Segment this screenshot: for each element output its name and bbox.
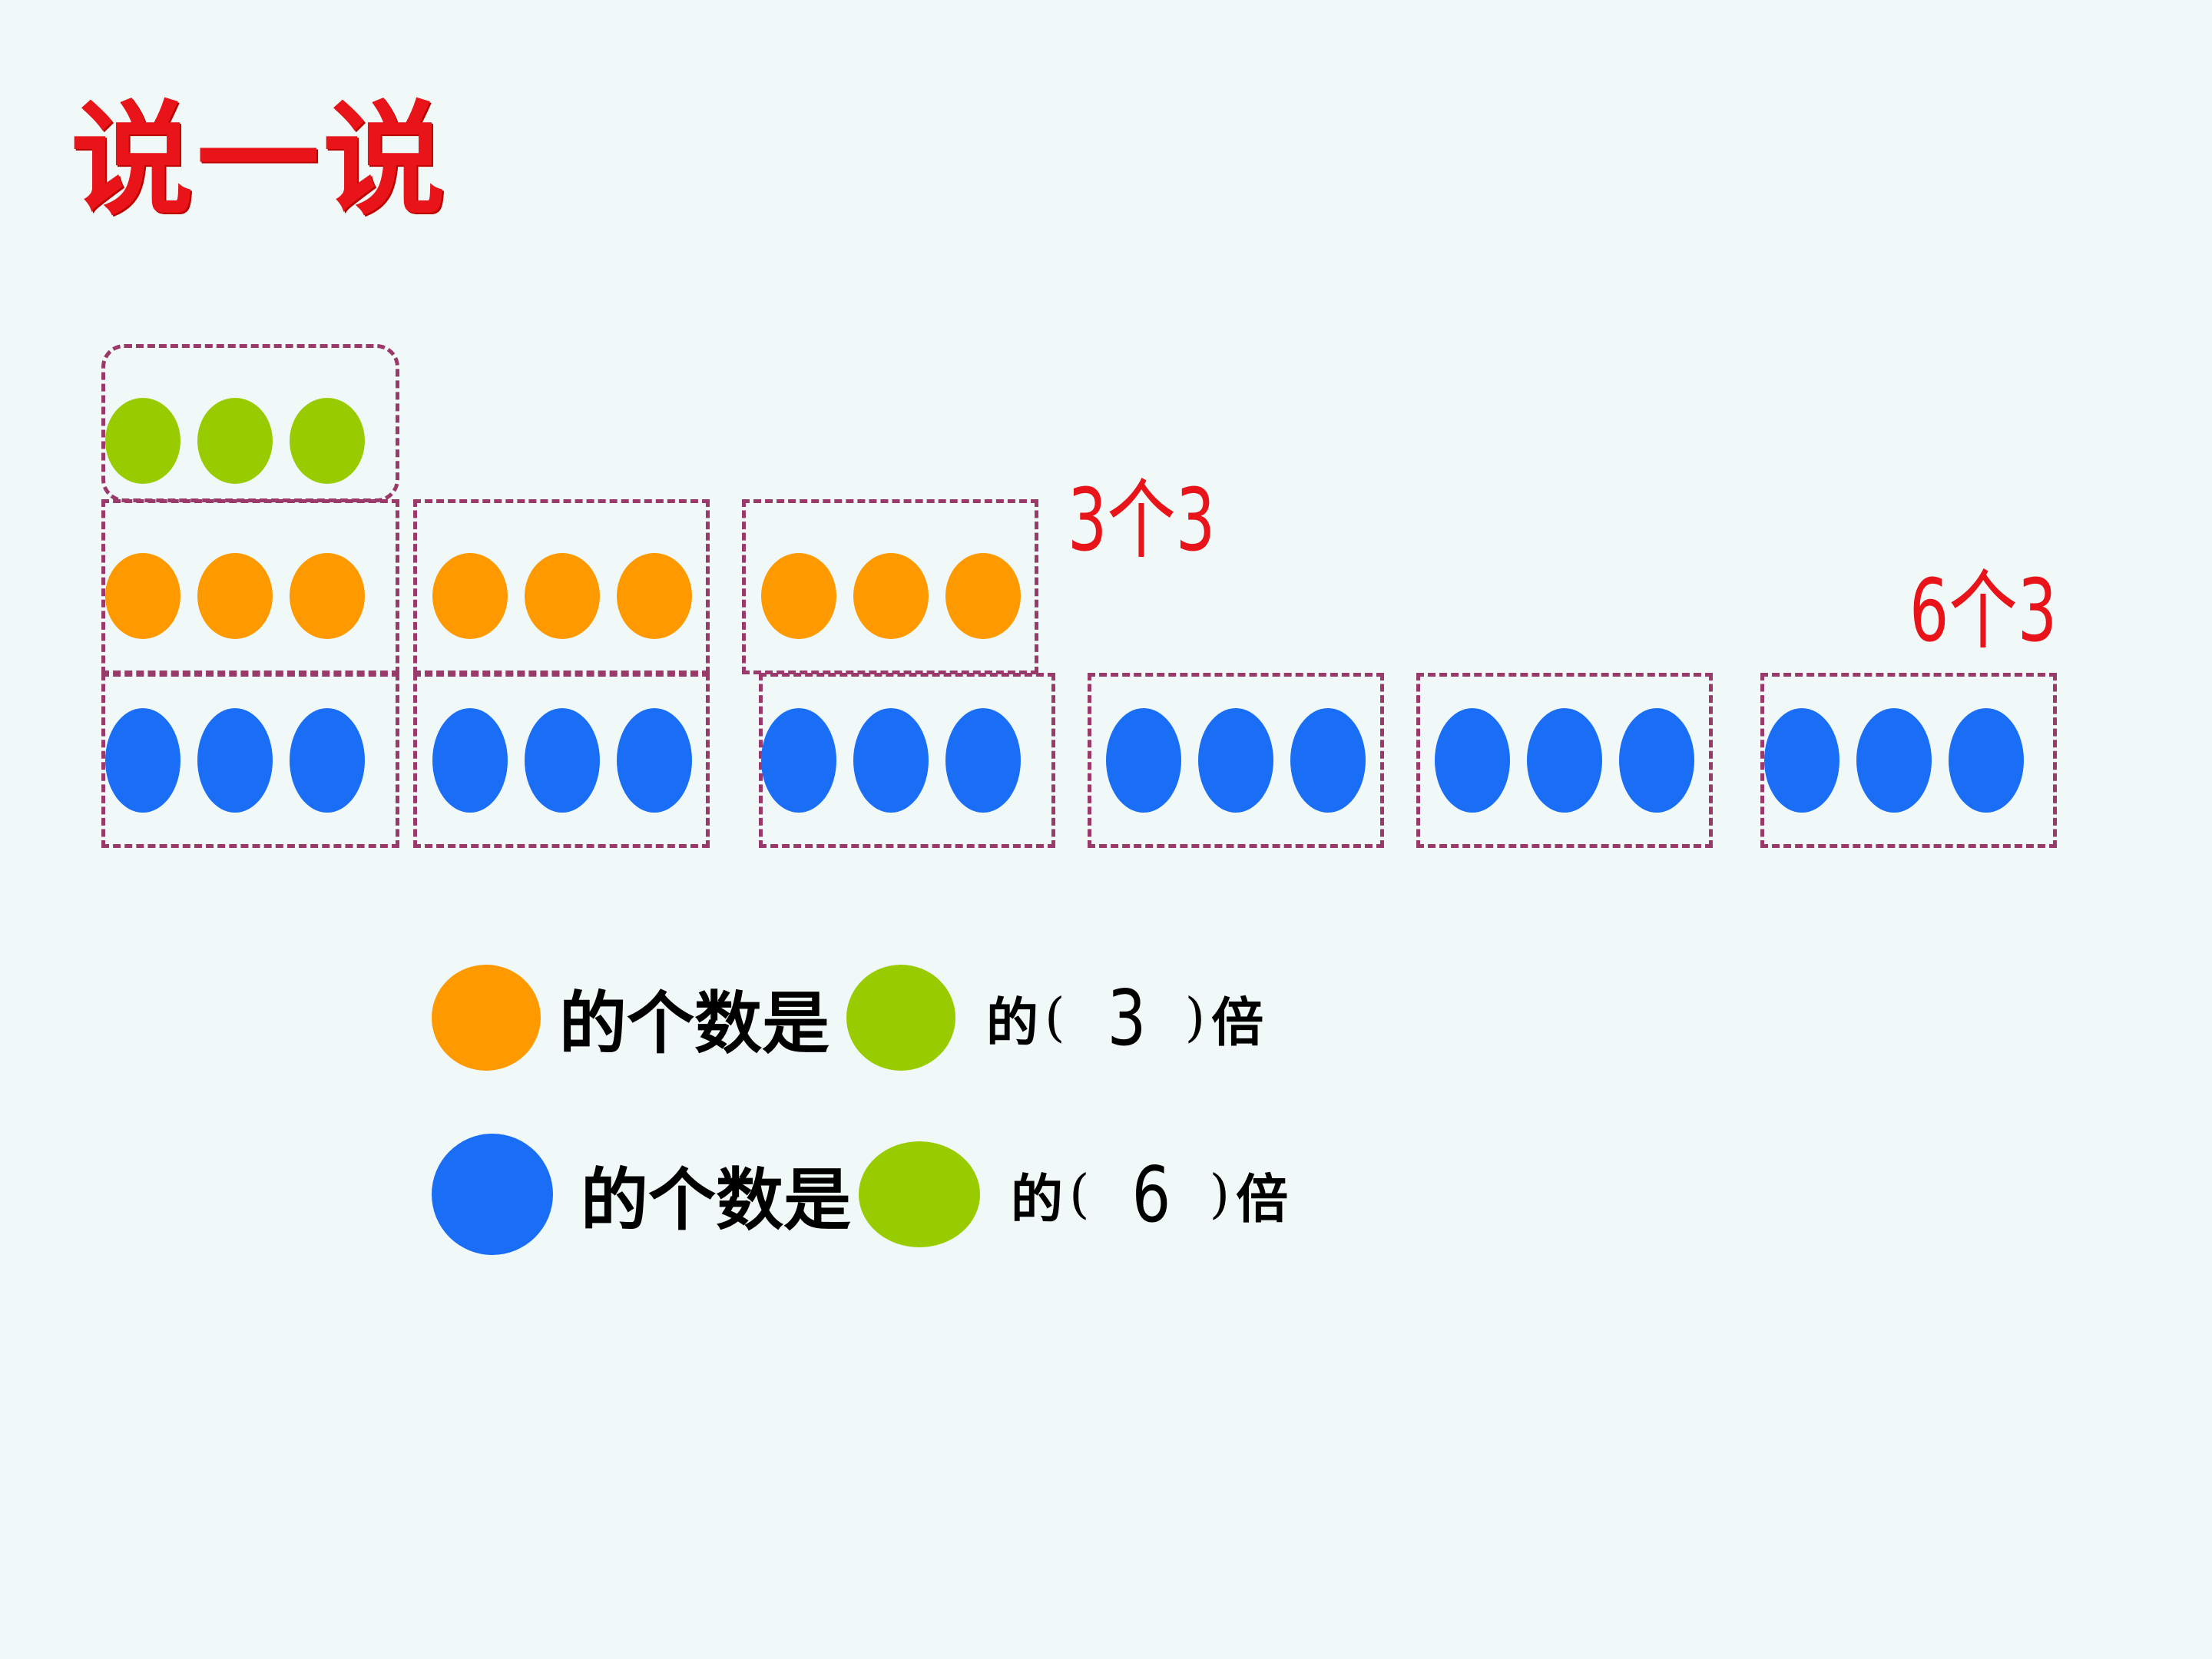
blue-dot [432, 708, 508, 813]
blue-dots [761, 708, 1021, 813]
blue-dot [853, 708, 929, 813]
answer-value: 6 [1131, 1149, 1171, 1240]
orange-dot [617, 553, 692, 639]
orange-dot [761, 553, 836, 639]
blue-circle [432, 1134, 553, 1255]
blue-dot [525, 708, 600, 813]
orange-dots [105, 553, 365, 639]
blue-dot [1856, 708, 1932, 813]
green-dot [197, 398, 273, 484]
sentence-text: 的个数是 [559, 982, 830, 1063]
sentence-text: 的 [1011, 1168, 1064, 1230]
blue-dot [1435, 708, 1510, 813]
orange-group-box [101, 499, 399, 674]
blue-group-box [759, 673, 1055, 848]
orange-group-box [413, 499, 710, 674]
orange-groups-label: 3个3 [1068, 471, 1216, 571]
green-circle [846, 965, 956, 1071]
blue-dot [1619, 708, 1694, 813]
orange-dots [432, 553, 692, 639]
blue-groups-label: 6个3 [1909, 561, 2058, 661]
blue-dot [1764, 708, 1839, 813]
green-dot [290, 398, 365, 484]
page-title: 说一说 [71, 88, 449, 232]
orange-dot [525, 553, 600, 639]
green-dot [105, 398, 180, 484]
blue-dots [105, 708, 365, 813]
sentence-text: 倍 [1211, 992, 1264, 1054]
blue-dot [290, 708, 365, 813]
blue-dots [1106, 708, 1366, 813]
blue-dots [1435, 708, 1694, 813]
blue-dot [105, 708, 180, 813]
orange-group-box [742, 499, 1038, 674]
blue-group-box [101, 673, 399, 848]
orange-dot [945, 553, 1021, 639]
blue-dot [1290, 708, 1366, 813]
close-paren: ) [1209, 1164, 1230, 1225]
sentence-text: 的个数是 [581, 1159, 852, 1240]
orange-dot [432, 553, 508, 639]
blue-dot [1527, 708, 1602, 813]
close-paren: ) [1184, 987, 1206, 1048]
orange-dots [761, 553, 1021, 639]
green-dots [105, 398, 365, 484]
blue-dot [1106, 708, 1181, 813]
blue-dot [617, 708, 692, 813]
blue-group-box [413, 673, 710, 848]
blue-dot [197, 708, 273, 813]
blue-dot [1198, 708, 1273, 813]
blue-group-box [1416, 673, 1713, 848]
blue-dot [761, 708, 836, 813]
orange-circle [432, 965, 541, 1071]
orange-dot [290, 553, 365, 639]
sentence-text: 的 [986, 992, 1039, 1054]
blue-group-box [1088, 673, 1384, 848]
open-paren: ( [1045, 987, 1065, 1048]
orange-dot [853, 553, 929, 639]
answer-value: 3 [1107, 972, 1147, 1063]
green-circle [859, 1141, 981, 1247]
blue-dots [1764, 708, 2024, 813]
blue-dot [945, 708, 1021, 813]
open-paren: ( [1069, 1164, 1090, 1225]
sentence-blue-vs-green: 的个数是 的 ( 6 ) 倍 [432, 1134, 1288, 1255]
blue-dots [432, 708, 692, 813]
orange-dot [197, 553, 273, 639]
sentence-orange-vs-green: 的个数是 的 ( 3 ) 倍 [432, 965, 1263, 1071]
blue-group-box [1760, 673, 2057, 848]
sentence-text: 倍 [1236, 1168, 1289, 1230]
orange-dot [105, 553, 180, 639]
blue-dot [1949, 708, 2024, 813]
